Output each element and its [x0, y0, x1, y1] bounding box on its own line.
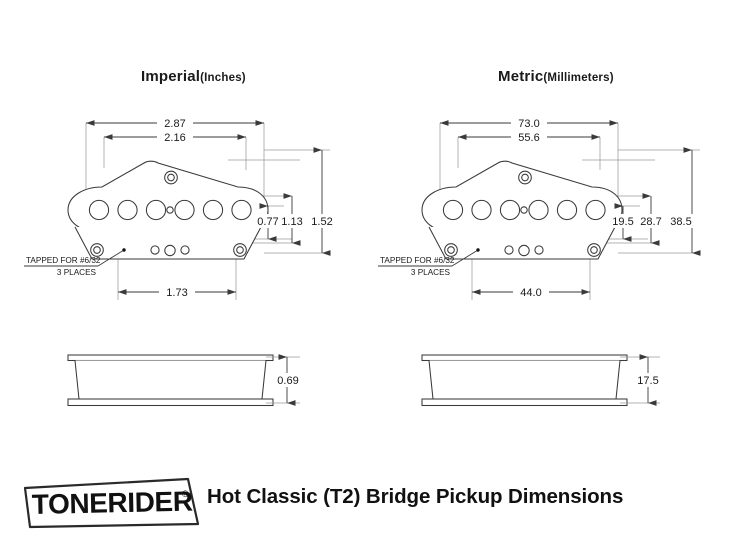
metric-dim-pole-to-bottom: 19.5: [608, 203, 639, 242]
metric-pickup-top-view: [421, 160, 623, 260]
metric-overall-height-value: 38.5: [670, 216, 691, 228]
tonerider-logo: TONERIDER ®: [23, 477, 200, 529]
metric-unit-label: (Millimeters): [543, 72, 614, 84]
metric-tapped-note-line1: TAPPED FOR #6/32: [380, 256, 455, 265]
imperial-tapped-note-line2: 3 PLACES: [57, 268, 97, 277]
metric-pickup-side-view: [421, 354, 628, 407]
metric-title-text: Metric: [498, 68, 544, 85]
imperial-dim-pole-to-bottom: 0.77: [254, 203, 283, 242]
logo-outline-shape: [23, 477, 200, 529]
metric-inner-width-value: 55.6: [518, 132, 539, 144]
imperial-dim-overall-height: 1.52: [308, 147, 337, 256]
document-title: Hot Classic (T2) Bridge Pickup Dimension…: [207, 485, 624, 508]
metric-dim-screw-spacing: 44.0: [472, 284, 590, 299]
logo-wordmark: TONERIDER: [31, 486, 193, 520]
metric-dim-overall-width: 73.0: [440, 115, 618, 130]
metric-drawing-group: 73.0 55.6 TAPPED FOR #6/32 3 PLACES: [378, 115, 701, 407]
imperial-dim-mid-height: 1.13: [278, 193, 307, 246]
imperial-dim-overall-width: 2.87: [86, 115, 264, 130]
imperial-pickup-top-view: [67, 160, 269, 260]
imperial-screw-spacing-value: 1.73: [166, 287, 187, 299]
imperial-overall-height-value: 1.52: [311, 216, 332, 228]
dimension-drawings: 2.87 2.16 TAPPED FOR #6/32 3 PLACES: [24, 115, 701, 407]
metric-column-title: Metric(Millimeters): [498, 68, 614, 85]
metric-pole-to-bottom-value: 19.5: [612, 216, 633, 228]
imperial-dim-inner-width: 2.16: [104, 129, 246, 144]
imperial-tapped-note-line1: TAPPED FOR #6/32: [26, 256, 101, 265]
footer: TONERIDER ® Hot Classic (T2) Bridge Pick…: [0, 455, 730, 548]
imperial-pole-to-bottom-value: 0.77: [257, 216, 278, 228]
metric-dim-overall-height: 38.5: [666, 147, 701, 256]
imperial-mid-height-value: 1.13: [281, 216, 302, 228]
imperial-tapped-note: TAPPED FOR #6/32 3 PLACES: [24, 248, 126, 277]
metric-side-height-value: 17.5: [637, 375, 658, 387]
metric-screw-spacing-value: 44.0: [520, 287, 541, 299]
imperial-overall-width-value: 2.87: [164, 118, 185, 130]
imperial-drawing-group: 2.87 2.16 TAPPED FOR #6/32 3 PLACES: [24, 115, 337, 407]
metric-dim-inner-width: 55.6: [458, 129, 600, 144]
imperial-dim-side-height: 0.69: [273, 354, 303, 406]
imperial-title-text: Imperial: [141, 68, 201, 85]
metric-dim-mid-height: 28.7: [636, 193, 667, 246]
imperial-column-title: Imperial(Inches): [141, 68, 246, 85]
imperial-pickup-side-view: [67, 354, 274, 407]
metric-mid-height-value: 28.7: [640, 216, 661, 228]
metric-tapped-note: TAPPED FOR #6/32 3 PLACES: [378, 248, 480, 277]
registered-trademark-icon: ®: [182, 489, 189, 499]
metric-dim-side-height: 17.5: [632, 354, 664, 406]
metric-overall-width-value: 73.0: [518, 118, 539, 130]
imperial-unit-label: (Inches): [200, 72, 246, 84]
imperial-dim-screw-spacing: 1.73: [118, 284, 236, 299]
imperial-inner-width-value: 2.16: [164, 132, 185, 144]
imperial-side-height-value: 0.69: [277, 375, 298, 387]
metric-tapped-note-line2: 3 PLACES: [411, 268, 451, 277]
